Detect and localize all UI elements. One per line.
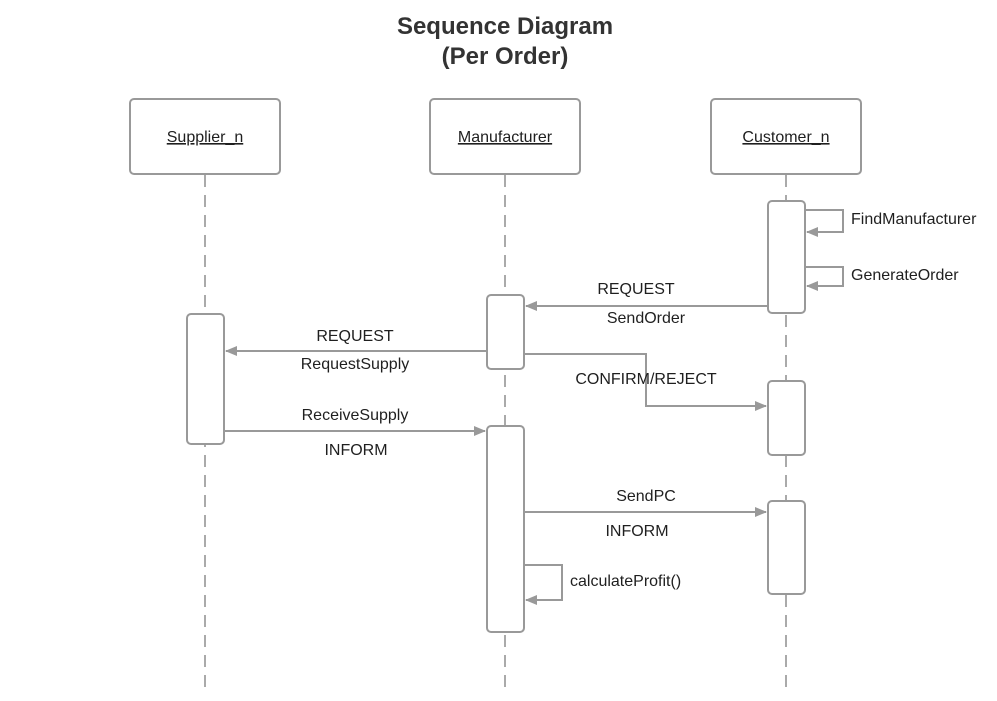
label-generate-order: GenerateOrder: [851, 267, 959, 284]
object-box-manufacturer: Manufacturer: [429, 98, 581, 175]
label-request-supply: RequestSupply: [301, 356, 410, 373]
object-label-customer: Customer_n: [742, 129, 829, 146]
object-label-manufacturer: Manufacturer: [458, 129, 553, 146]
object-box-supplier: Supplier_n: [129, 98, 281, 175]
label-receive-supply: ReceiveSupply: [302, 407, 409, 424]
label-confirm-reject: CONFIRM/REJECT: [575, 371, 717, 388]
label-send-order: SendOrder: [607, 310, 686, 327]
activation-customer-3: [767, 500, 806, 595]
activation-customer-1: [767, 200, 806, 314]
arrow-confirm-reject: [524, 353, 767, 411]
label-send-pc-performative: INFORM: [605, 523, 668, 540]
label-calculate-profit: calculateProfit(): [570, 573, 681, 590]
arrow-find-manufacturer: [805, 209, 844, 237]
title-line-2: (Per Order): [441, 43, 569, 70]
title-line-1: Sequence Diagram: [396, 13, 614, 40]
label-send-order-performative: REQUEST: [597, 281, 675, 298]
label-request-supply-performative: REQUEST: [316, 328, 394, 345]
activation-manufacturer-2: [486, 425, 525, 633]
arrow-generate-order: [805, 266, 844, 291]
activation-supplier-1: [186, 313, 225, 445]
object-label-supplier: Supplier_n: [167, 129, 244, 146]
label-send-pc: SendPC: [616, 488, 676, 505]
diagram-title: Sequence Diagram (Per Order): [0, 12, 997, 72]
arrow-calculate-profit: [524, 564, 563, 605]
activation-customer-2: [767, 380, 806, 456]
label-find-manufacturer: FindManufacturer: [851, 211, 977, 228]
object-box-customer: Customer_n: [710, 98, 862, 175]
activation-manufacturer-1: [486, 294, 525, 370]
label-receive-supply-performative: INFORM: [324, 442, 387, 459]
